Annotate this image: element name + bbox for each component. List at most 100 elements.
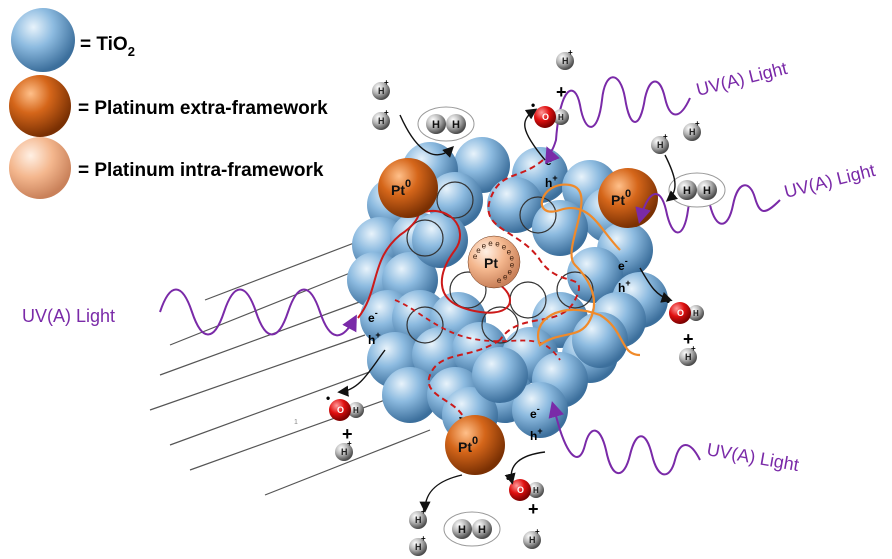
hole-label: h+: [618, 278, 631, 295]
svg-text:+: +: [421, 534, 426, 543]
svg-text:H: H: [529, 535, 536, 545]
svg-text:+: +: [691, 344, 696, 353]
hydrogen-atom: H+: [372, 108, 390, 130]
pt-extra-sphere: Pt0: [378, 158, 438, 218]
legend-pt-intra-label: = Platinum intra-framework: [78, 160, 324, 181]
hydrogen-atom: H+: [523, 527, 541, 549]
pt0-label: Pt0: [391, 178, 411, 198]
svg-text:H: H: [683, 185, 691, 197]
core-electron: e: [502, 242, 507, 251]
pt0-label: Pt0: [458, 435, 478, 455]
tio2-sphere: [382, 367, 438, 423]
uv-wave-left: [159, 288, 357, 337]
hydrogen-atom: H+: [409, 534, 427, 556]
uv-wave-top: [545, 76, 691, 165]
svg-text:O: O: [542, 112, 549, 122]
hydrogen-atom: H+: [556, 48, 574, 70]
tio2-sphere: [567, 247, 623, 303]
electron-label: e-: [618, 256, 628, 273]
hydrogen-atom: H+: [683, 119, 701, 141]
reaction-arrows: [337, 108, 679, 513]
svg-text:H: H: [657, 140, 664, 150]
tio2-sphere: [512, 382, 568, 438]
plus-sign: +: [342, 424, 353, 444]
electron-hole-labels: e-h+e-h+e-h+e-h+: [368, 151, 631, 443]
svg-text:+: +: [535, 527, 540, 536]
svg-text:H: H: [415, 542, 422, 552]
tio2-sphere: [572, 312, 628, 368]
pt0-label: Pt0: [611, 188, 631, 208]
tio2-sphere: [487, 177, 543, 233]
hydrogen-atom: H+: [409, 507, 427, 529]
red-dashed-bottom: [427, 339, 501, 434]
svg-text:H: H: [432, 119, 440, 131]
hydrogen-atom: H+: [651, 132, 669, 154]
red-path-inner: [414, 209, 511, 314]
electron-hole-pair: e-h+: [368, 308, 381, 347]
svg-text:H: H: [685, 352, 692, 362]
svg-text:H: H: [415, 515, 422, 525]
svg-text:+: +: [384, 108, 389, 117]
svg-text:H: H: [693, 309, 699, 318]
plus-sign: +: [528, 499, 539, 519]
core-electron: e: [510, 261, 515, 270]
pt-core-label: Pt: [484, 255, 498, 271]
core-electron: e: [495, 239, 500, 248]
hole-label: h+: [545, 173, 558, 190]
core-electron: e: [503, 273, 508, 282]
hydrogen-atom: H+: [335, 439, 353, 461]
svg-text:H: H: [478, 524, 486, 536]
svg-text:+: +: [347, 439, 352, 448]
svg-text:H: H: [341, 447, 348, 457]
svg-text:+: +: [663, 132, 668, 141]
core-electron: e: [488, 239, 493, 248]
svg-text:H: H: [689, 127, 696, 137]
core-electron: e: [482, 241, 487, 250]
svg-text:+: +: [384, 78, 389, 87]
uv-label-right: UV(A) Light: [782, 160, 877, 202]
svg-text:•: •: [666, 294, 670, 308]
electron-label: e-: [530, 404, 540, 421]
uv-label-bottom: UV(A) Light: [705, 439, 800, 475]
svg-text:H: H: [452, 119, 460, 131]
core-electron: e: [510, 254, 515, 263]
pt-extra-sphere: Pt0: [445, 415, 505, 475]
svg-text:H: H: [533, 486, 539, 495]
uv-label-top: UV(A) Light: [694, 58, 789, 100]
svg-text:•: •: [506, 471, 510, 485]
legend-pt-extra-sphere: [9, 75, 71, 137]
stray-mark: 1: [294, 419, 298, 426]
electron-hole-pair: e-h+: [618, 256, 631, 295]
core-electron: e: [507, 247, 512, 256]
tio2-sphere: [412, 212, 468, 268]
core-electron: e: [497, 276, 502, 285]
svg-text:H: H: [378, 86, 385, 96]
svg-text:O: O: [677, 308, 684, 318]
svg-text:H: H: [353, 406, 359, 415]
svg-text:H: H: [703, 185, 711, 197]
hydrogen-atom: H+: [679, 344, 697, 366]
plus-sign: +: [683, 329, 694, 349]
svg-text:H: H: [458, 524, 466, 536]
legend-tio2-label: = TiO2: [80, 34, 135, 59]
svg-text:H: H: [562, 56, 569, 66]
legend: = TiO2 = Platinum extra-framework = Plat…: [9, 8, 328, 199]
hole-label: h+: [530, 426, 543, 443]
svg-text:•: •: [326, 391, 330, 405]
core-electron: e: [473, 252, 478, 261]
uv-label-left: UV(A) Light: [22, 306, 115, 326]
core-electron: e: [508, 267, 513, 276]
hole-label: h+: [368, 330, 381, 347]
svg-text:+: +: [695, 119, 700, 128]
legend-pt-extra-label: = Platinum extra-framework: [78, 98, 328, 119]
svg-text:O: O: [517, 485, 524, 495]
